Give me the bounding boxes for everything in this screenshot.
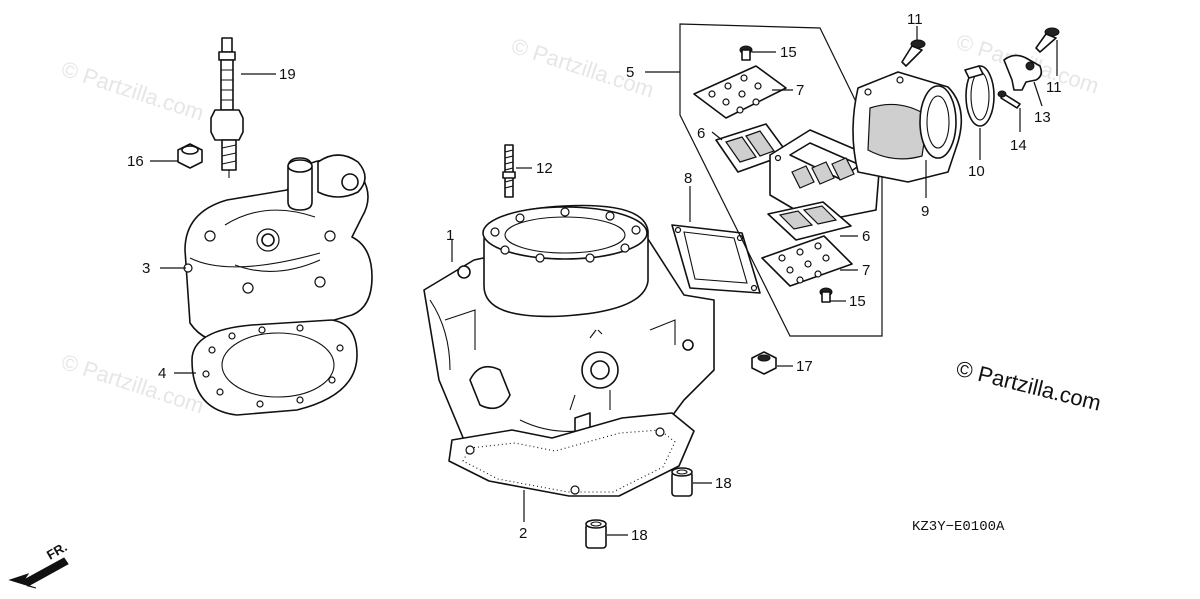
cylinder-head-part[interactable] (183, 154, 373, 345)
callout-7-upper: 7 (796, 82, 804, 99)
callout-5: 5 (626, 64, 634, 81)
clamp-bracket-part[interactable] (1003, 54, 1043, 91)
callout-6-lower: 6 (862, 228, 870, 245)
callout-11-right: 11 (1046, 79, 1062, 96)
callout-1: 1 (446, 227, 454, 244)
watermark-2: © Partzilla.com (508, 33, 657, 103)
callout-2: 2 (519, 525, 527, 542)
screw-part-15-lower[interactable] (819, 287, 833, 303)
reed-assembly-outline (679, 23, 883, 337)
callout-12: 12 (536, 160, 553, 177)
screw-part-14[interactable] (997, 90, 1021, 109)
dowel-pin-part-lower[interactable] (585, 519, 607, 549)
callout-9: 9 (921, 203, 929, 220)
watermark-4: © Partzilla.com (58, 349, 207, 419)
callout-3: 3 (142, 260, 150, 277)
drawing-code: KZ3Y−E0100A (912, 519, 1005, 535)
callout-19: 19 (279, 66, 296, 83)
callout-13: 13 (1034, 109, 1051, 126)
intake-manifold-part[interactable] (852, 71, 963, 183)
callout-7-lower: 7 (862, 262, 870, 279)
callout-15-lower: 15 (849, 293, 866, 310)
flange-nut-part-17[interactable] (751, 351, 777, 375)
reed-gasket-part[interactable] (671, 224, 761, 294)
callout-15-upper: 15 (780, 44, 797, 61)
reed-stopper-part-upper[interactable] (693, 65, 787, 119)
cap-nut-part-16[interactable] (177, 143, 203, 169)
front-direction-arrow-icon (8, 557, 69, 589)
reed-petal-part-lower[interactable] (767, 201, 852, 241)
reed-stopper-part-lower[interactable] (761, 235, 853, 287)
reed-valve-body-part[interactable] (769, 129, 881, 223)
callout-6-upper: 6 (697, 125, 705, 142)
callout-17: 17 (796, 358, 813, 375)
callout-4: 4 (158, 365, 166, 382)
watermark-1: © Partzilla.com (58, 56, 207, 126)
copyright-notice: © Partzilla.com (954, 356, 1104, 416)
dowel-pin-part-upper[interactable] (671, 467, 693, 497)
callout-11-left: 11 (907, 11, 923, 28)
bolt-part-11-left[interactable] (901, 39, 926, 67)
spark-plug-part[interactable] (210, 37, 244, 178)
callout-14: 14 (1010, 137, 1027, 154)
head-gasket-part[interactable] (191, 319, 358, 416)
band-clamp-part[interactable] (964, 65, 995, 127)
callout-10: 10 (968, 163, 985, 180)
stud-bolt-part[interactable] (502, 144, 516, 198)
callout-16: 16 (127, 153, 144, 170)
cylinder-block-part[interactable] (423, 204, 715, 476)
callout-18-lower: 18 (631, 527, 648, 544)
callout-18-upper: 18 (715, 475, 732, 492)
front-direction-label: FR. (44, 539, 70, 562)
bolt-part-11-right[interactable] (1035, 27, 1060, 53)
screw-part-15-upper[interactable] (739, 45, 753, 61)
base-gasket-part[interactable] (448, 412, 695, 497)
callout-8: 8 (684, 170, 692, 187)
